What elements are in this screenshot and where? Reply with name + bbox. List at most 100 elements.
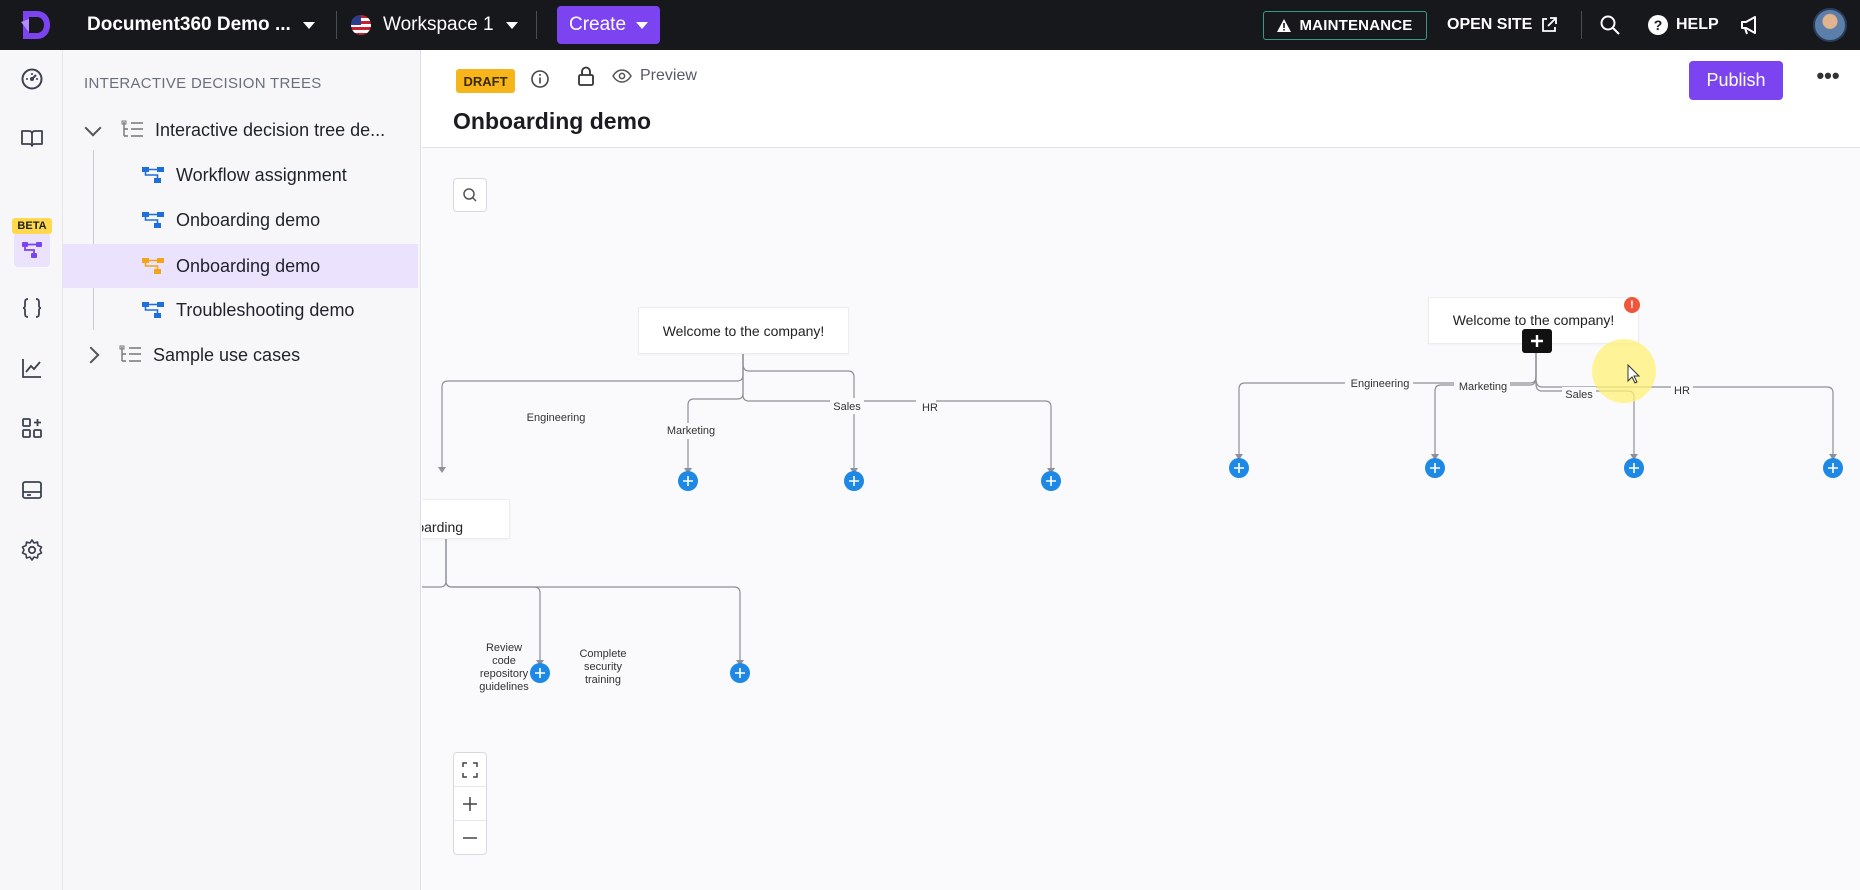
draft-status-badge: DRAFT bbox=[456, 69, 515, 93]
decision-tree-icon bbox=[142, 302, 164, 318]
add-node-button[interactable] bbox=[1624, 458, 1644, 478]
decision-tree-sidebar: INTERACTIVE DECISION TREES Interactive d… bbox=[63, 50, 421, 890]
add-child-button[interactable] bbox=[1522, 329, 1552, 353]
tree-item-label: Troubleshooting demo bbox=[176, 299, 355, 320]
sidebar-section-title: INTERACTIVE DECISION TREES bbox=[84, 75, 322, 92]
help-icon: ? bbox=[1648, 15, 1668, 35]
node-label: Welcome to the company! bbox=[1452, 311, 1615, 328]
node-label: ring onboarding bbox=[422, 519, 464, 535]
maintenance-label: MAINTENANCE bbox=[1299, 17, 1413, 34]
maintenance-button[interactable]: MAINTENANCE bbox=[1263, 11, 1427, 40]
warning-badge-icon[interactable]: ! bbox=[1624, 297, 1640, 313]
fullscreen-icon bbox=[462, 761, 478, 778]
decision-tree-icon bbox=[142, 212, 164, 228]
chevron-right-icon[interactable] bbox=[82, 346, 100, 364]
help-label: HELP bbox=[1676, 16, 1719, 33]
open-site-link[interactable]: OPEN SITE bbox=[1447, 0, 1558, 50]
integrations-apps-icon[interactable] bbox=[20, 416, 44, 440]
add-node-button[interactable] bbox=[844, 471, 864, 491]
decision-tree-canvas[interactable]: Welcome to the company! ring onboarding … bbox=[422, 149, 1860, 890]
left-nav-rail: BETA bbox=[0, 50, 63, 890]
add-node-button[interactable] bbox=[1041, 471, 1061, 491]
editor-header: DRAFT Preview Onboarding demo Publish ••… bbox=[422, 50, 1860, 148]
plus-icon bbox=[463, 796, 477, 811]
chevron-down-icon[interactable] bbox=[84, 119, 102, 136]
user-avatar[interactable] bbox=[1813, 8, 1847, 42]
folder-label: Interactive decision tree de... bbox=[155, 119, 386, 140]
workspace-selector[interactable]: Workspace 1 bbox=[351, 0, 518, 50]
tree-node-root[interactable]: Welcome to the company! bbox=[638, 307, 849, 354]
add-node-button[interactable] bbox=[1823, 458, 1843, 478]
decision-tree-icon[interactable] bbox=[20, 238, 44, 262]
chevron-down-icon bbox=[636, 21, 649, 29]
settings-gear-icon[interactable] bbox=[20, 538, 44, 562]
divider bbox=[336, 11, 337, 39]
preview-button[interactable]: Preview bbox=[612, 67, 697, 85]
chevron-down-icon bbox=[302, 21, 315, 29]
api-braces-icon[interactable] bbox=[20, 296, 44, 320]
tree-folder-interactive-decision-tree[interactable]: Interactive decision tree de... bbox=[63, 109, 419, 151]
us-flag-icon bbox=[351, 15, 371, 35]
tree-folder-sample-use-cases[interactable]: Sample use cases bbox=[63, 334, 419, 376]
tree-item-label: Workflow assignment bbox=[176, 164, 347, 185]
add-node-button[interactable] bbox=[678, 471, 698, 491]
category-list-icon bbox=[119, 345, 141, 362]
beta-badge: BETA bbox=[12, 218, 52, 234]
node-label: Welcome to the company! bbox=[662, 322, 825, 339]
add-node-buttons bbox=[530, 339, 1843, 683]
tree-item-onboarding-demo[interactable]: Onboarding demo bbox=[63, 199, 419, 241]
canvas-search-button[interactable] bbox=[453, 178, 487, 212]
page-title: Onboarding demo bbox=[453, 108, 652, 134]
tree-node-child[interactable]: ring onboarding bbox=[422, 499, 510, 539]
folder-label: Sample use cases bbox=[153, 344, 301, 365]
editor-main: DRAFT Preview Onboarding demo Publish ••… bbox=[422, 50, 1860, 890]
tree-item-label: Onboarding demo bbox=[176, 255, 321, 276]
project-name: Document360 Demo ... bbox=[87, 14, 291, 35]
search-icon bbox=[463, 188, 477, 202]
project-selector[interactable]: Document360 Demo ... bbox=[87, 0, 315, 50]
cursor-pointer-icon bbox=[1627, 363, 1641, 384]
widget-layout-icon[interactable] bbox=[20, 478, 44, 502]
cursor-highlight bbox=[1592, 339, 1656, 403]
warning-icon bbox=[1277, 19, 1292, 32]
add-node-button[interactable] bbox=[1229, 458, 1249, 478]
lock-icon[interactable] bbox=[575, 65, 597, 87]
zoom-controls bbox=[453, 752, 487, 855]
publish-button[interactable]: Publish bbox=[1689, 61, 1783, 100]
help-button[interactable]: ? HELP bbox=[1648, 0, 1719, 50]
zoom-in-button[interactable] bbox=[454, 787, 486, 821]
dashboard-icon[interactable] bbox=[20, 67, 44, 91]
chevron-down-icon bbox=[505, 21, 518, 29]
create-button[interactable]: Create bbox=[557, 6, 660, 44]
decision-tree-icon bbox=[142, 258, 164, 274]
tree-item-workflow-assignment[interactable]: Workflow assignment bbox=[63, 154, 419, 196]
category-list-icon bbox=[121, 120, 143, 137]
divider bbox=[1581, 11, 1582, 39]
tree-guide-line bbox=[93, 150, 94, 330]
top-bar: Document360 Demo ... Workspace 1 Create … bbox=[0, 0, 1860, 50]
external-link-icon bbox=[1542, 17, 1558, 32]
decision-tree-icon bbox=[142, 167, 164, 183]
add-node-button[interactable] bbox=[530, 663, 550, 683]
open-site-label: OPEN SITE bbox=[1447, 16, 1533, 33]
analytics-chart-icon[interactable] bbox=[20, 356, 44, 380]
create-label: Create bbox=[568, 14, 627, 35]
info-icon[interactable] bbox=[529, 68, 551, 90]
add-node-button[interactable] bbox=[1425, 458, 1445, 478]
workspace-name: Workspace 1 bbox=[383, 14, 494, 35]
search-icon[interactable] bbox=[1599, 14, 1621, 36]
divider bbox=[536, 11, 537, 39]
document360-logo-icon[interactable] bbox=[18, 8, 54, 42]
plus-icon bbox=[1531, 335, 1543, 347]
tree-item-troubleshooting-demo[interactable]: Troubleshooting demo bbox=[63, 289, 419, 331]
minus-icon bbox=[463, 837, 477, 839]
tree-item-onboarding-demo-active[interactable]: Onboarding demo bbox=[63, 244, 418, 288]
preview-label: Preview bbox=[640, 67, 697, 84]
megaphone-icon[interactable] bbox=[1739, 14, 1761, 36]
eye-icon bbox=[612, 69, 632, 83]
fit-view-button[interactable] bbox=[454, 753, 486, 787]
zoom-out-button[interactable] bbox=[454, 821, 486, 855]
documentation-book-icon[interactable] bbox=[20, 126, 44, 150]
add-node-button[interactable] bbox=[730, 663, 750, 683]
more-options-icon[interactable]: ••• bbox=[1816, 63, 1840, 88]
